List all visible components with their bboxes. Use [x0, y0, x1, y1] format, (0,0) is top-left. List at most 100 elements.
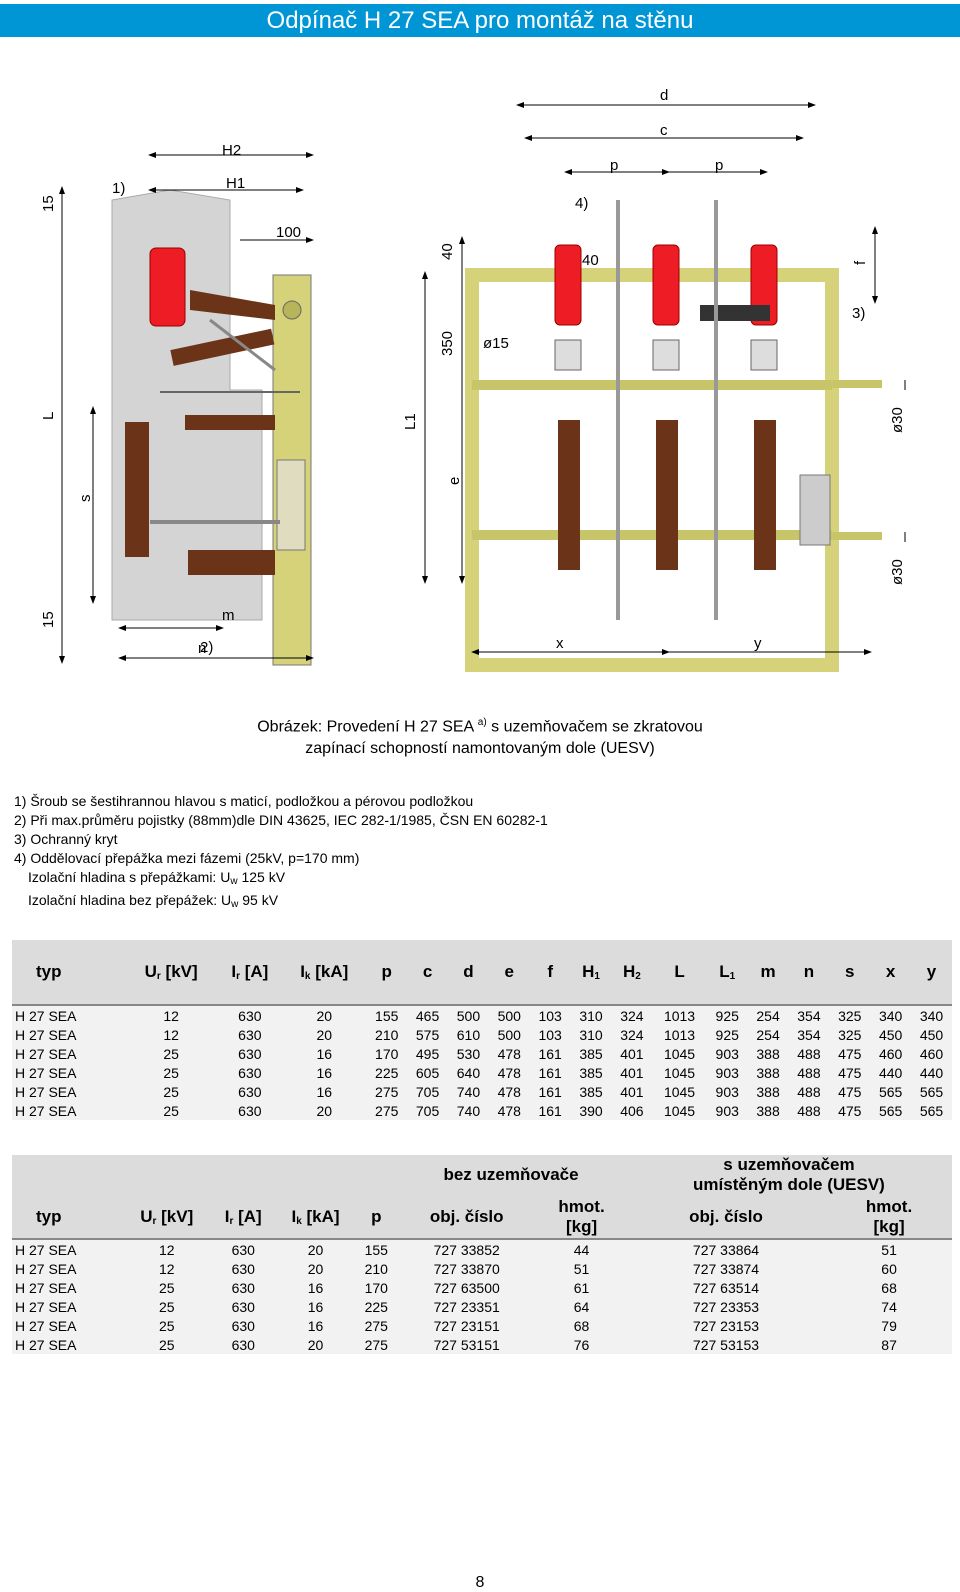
table-cell: 87 [826, 1335, 952, 1354]
table-cell: 61 [537, 1278, 626, 1297]
front-view [465, 200, 882, 672]
table-cell: 565 [911, 1082, 952, 1101]
table-cell: 727 23351 [396, 1297, 538, 1316]
table-cell: 225 [366, 1063, 408, 1082]
table-cell: 488 [788, 1063, 830, 1082]
fuse-phase-1 [554, 244, 582, 570]
table-cell: 25 [124, 1101, 218, 1120]
fuse-phase-2 [652, 244, 680, 570]
table-cell: 325 [829, 1004, 871, 1025]
table-cell: 25 [121, 1297, 212, 1316]
table-cell: 275 [356, 1335, 397, 1354]
fuse-side [149, 247, 186, 327]
table-cell: 275 [366, 1101, 408, 1120]
note-6: Izolační hladina bez přepážek: Uw 95 kV [28, 892, 279, 910]
svg-text:15: 15 [40, 195, 57, 212]
table-cell: H 27 SEA [12, 1259, 122, 1278]
table-cell: H 27 SEA [12, 1082, 125, 1101]
table-cell: 25 [121, 1316, 212, 1335]
table-cell: 1013 [652, 1025, 707, 1044]
table-cell: 79 [826, 1316, 952, 1335]
table-cell: 388 [747, 1082, 789, 1101]
table-cell: 340 [911, 1004, 952, 1025]
table-cell: H 27 SEA [12, 1297, 122, 1316]
table-cell: 903 [706, 1044, 748, 1063]
table-cell: 385 [570, 1063, 612, 1082]
table-cell: 727 33870 [396, 1259, 538, 1278]
svg-text:4): 4) [575, 195, 588, 212]
svg-text:H1: H1 [226, 175, 245, 192]
group-without-earthing: bez uzemňovače [396, 1155, 626, 1195]
table-cell: 478 [488, 1044, 530, 1063]
table-cell: 610 [448, 1025, 489, 1044]
table-cell: 475 [829, 1082, 871, 1101]
table-cell: 20 [282, 1101, 367, 1120]
table-cell: 310 [570, 1004, 612, 1025]
table-cell: 68 [537, 1316, 626, 1335]
table-cell: 275 [356, 1316, 397, 1335]
svg-text:x: x [556, 635, 564, 652]
table-cell: 488 [788, 1044, 830, 1063]
svg-text:350: 350 [439, 331, 456, 356]
dimensions-header: typ Ur [kV] Ir [A] Ik [kA] p c d e f H1 … [12, 940, 952, 1005]
table-cell: 1045 [652, 1082, 707, 1101]
table-cell: 630 [217, 1101, 283, 1120]
table-cell: 16 [274, 1316, 357, 1335]
table-cell: 324 [611, 1004, 653, 1025]
table-cell: 324 [611, 1025, 653, 1044]
table-cell: 630 [211, 1316, 275, 1335]
table-cell: 705 [407, 1101, 448, 1120]
table-cell: 340 [870, 1004, 912, 1025]
svg-text:100: 100 [276, 224, 301, 241]
dimensions-table: typ Ur [kV] Ir [A] Ik [kA] p c d e f H1 … [12, 940, 952, 1120]
table-cell: 401 [611, 1063, 653, 1082]
table-cell: 630 [211, 1335, 275, 1354]
table-cell: 630 [211, 1297, 275, 1316]
table-cell: 25 [121, 1335, 212, 1354]
table-cell: 460 [870, 1044, 912, 1063]
table-cell: H 27 SEA [12, 1044, 125, 1063]
dimension-labels: d c p p H2 H1 1) 4) 3) 2) 100 40 ø15 m n… [40, 87, 906, 657]
table-cell: 68 [826, 1278, 952, 1297]
table-cell: 565 [911, 1101, 952, 1120]
fuse-phase-3 [750, 244, 778, 570]
table-cell: 64 [537, 1297, 626, 1316]
table-cell: H 27 SEA [12, 1025, 125, 1044]
svg-text:L1: L1 [402, 413, 419, 430]
table-cell: 16 [274, 1278, 357, 1297]
table-cell: 51 [826, 1238, 952, 1259]
table-cell: 727 33864 [625, 1238, 827, 1259]
table-cell: 354 [788, 1004, 830, 1025]
table-cell: 727 33874 [625, 1259, 827, 1278]
table-cell: 565 [870, 1082, 912, 1101]
table-cell: 478 [488, 1082, 530, 1101]
table-cell: H 27 SEA [12, 1278, 122, 1297]
table-cell: 385 [570, 1082, 612, 1101]
page-number: 8 [475, 1574, 485, 1591]
table-cell: 903 [706, 1082, 748, 1101]
table-cell: 495 [407, 1044, 448, 1063]
table-cell: H 27 SEA [12, 1316, 122, 1335]
table-cell: 478 [488, 1063, 530, 1082]
table-cell: 20 [282, 1004, 367, 1025]
table-cell: 1045 [652, 1044, 707, 1063]
table-cell: 388 [747, 1044, 789, 1063]
table-cell: 390 [570, 1101, 612, 1120]
table-cell: 16 [282, 1044, 367, 1063]
table-cell: 161 [529, 1044, 571, 1063]
table-cell: 401 [611, 1044, 653, 1063]
table-cell: 210 [356, 1259, 397, 1278]
svg-text:p: p [610, 157, 618, 174]
table-cell: 388 [747, 1063, 789, 1082]
table-cell: 727 23151 [396, 1316, 538, 1335]
svg-text:e: e [446, 477, 463, 485]
table-cell: 20 [274, 1259, 357, 1278]
table-cell: 705 [407, 1082, 448, 1101]
table-cell: 310 [570, 1025, 612, 1044]
table-cell: 630 [217, 1025, 283, 1044]
table-cell: 440 [870, 1063, 912, 1082]
table-cell: 20 [274, 1335, 357, 1354]
